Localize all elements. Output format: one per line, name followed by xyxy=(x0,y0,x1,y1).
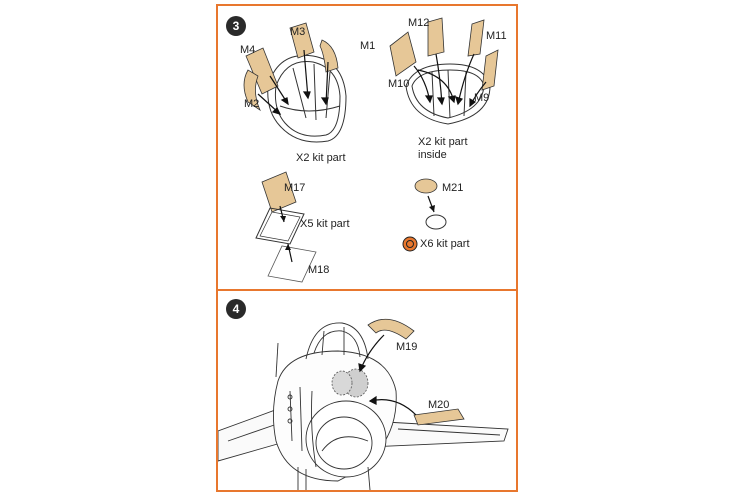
inside-canopy-masks xyxy=(389,17,499,91)
aircraft-front-drawing xyxy=(218,322,509,490)
light-windows xyxy=(331,368,369,398)
note-inside-canopy-1: X2 kit part xyxy=(418,136,468,148)
mask-m1 xyxy=(319,39,339,73)
step-number-badge: 3 xyxy=(226,16,246,36)
inside-canopy-arrows xyxy=(413,53,487,108)
note-light-parts: X6 kit part xyxy=(420,238,470,250)
mask-m3 xyxy=(289,22,315,59)
mask-m18 xyxy=(267,245,317,283)
label-m3: M3 xyxy=(290,26,306,38)
front-canopy-arrows xyxy=(257,49,329,115)
note-panel-parts: X5 kit part xyxy=(300,218,350,230)
label-m21: M21 xyxy=(442,182,464,194)
label-m2: M2 xyxy=(244,98,260,110)
step-4-illustration xyxy=(218,318,509,490)
step-number-badge: 4 xyxy=(226,299,246,319)
step-4-panel: 4 xyxy=(216,289,518,492)
target-icon xyxy=(402,236,418,252)
mask-m19 xyxy=(367,318,415,340)
label-m12: M12 xyxy=(408,17,430,29)
label-m19: M19 xyxy=(396,341,418,353)
label-m1: M1 xyxy=(360,40,376,52)
front-canopy-masks xyxy=(243,22,339,112)
mask-m12 xyxy=(427,17,445,57)
mask-m10 xyxy=(389,31,417,77)
mask-m21 xyxy=(414,178,438,194)
label-m18: M18 xyxy=(308,264,330,276)
step-3-panel: 3 xyxy=(216,4,518,291)
panel-part-drawing xyxy=(255,171,317,283)
step-3-illustration xyxy=(243,17,499,283)
label-m10: M10 xyxy=(388,78,410,90)
mask-m20 xyxy=(413,408,465,426)
mask-m17 xyxy=(261,171,297,213)
step-4-arrows xyxy=(358,334,417,416)
label-m9: M9 xyxy=(474,92,490,104)
mask-m2 xyxy=(243,69,261,112)
light-part-drawing xyxy=(402,178,447,252)
label-m4: M4 xyxy=(240,44,256,56)
note-front-canopy: X2 kit part xyxy=(296,152,346,164)
mask-m9 xyxy=(481,49,499,91)
mask-m11 xyxy=(467,19,485,57)
label-m20: M20 xyxy=(428,399,450,411)
label-m11: M11 xyxy=(486,30,507,42)
label-m17: M17 xyxy=(284,182,306,194)
note-inside-canopy-2: inside xyxy=(418,149,447,161)
